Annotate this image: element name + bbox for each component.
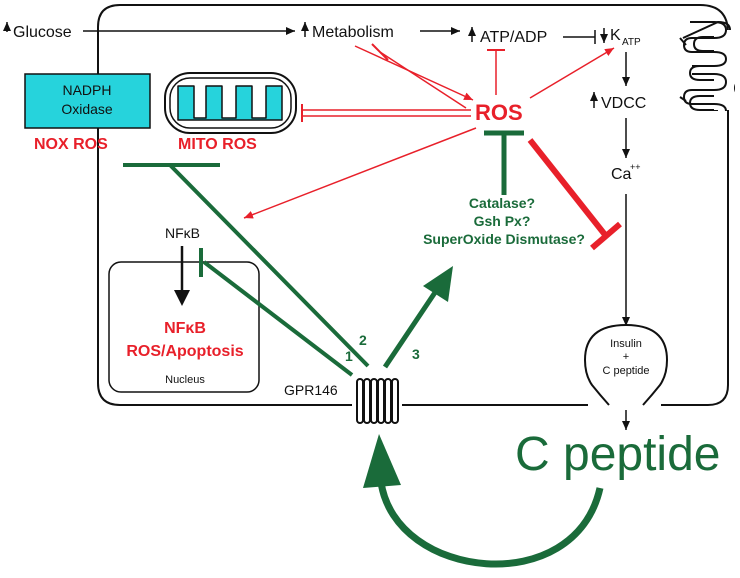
pathway-3-activates-antioxidants <box>382 266 453 369</box>
nfkb-label: NFκB <box>165 225 200 241</box>
glucose-label: Glucose <box>2 22 72 41</box>
ros-inhibits-insulin <box>527 138 622 251</box>
nucleus-label: Nucleus <box>165 374 205 386</box>
svg-text:VDCC: VDCC <box>601 95 646 112</box>
nox-ros-label: NOX ROS <box>34 136 108 153</box>
ros-to-nfkb-arrow <box>243 127 477 219</box>
pathway-1-inhibits-nfkb <box>199 248 354 377</box>
channel-upper-loops <box>682 21 728 67</box>
insulin-label: Insulin <box>610 338 642 350</box>
pathway-number-1: 1 <box>345 348 353 364</box>
pathway-number-3: 3 <box>412 346 420 362</box>
nadph-line1: NADPH <box>62 82 111 98</box>
sod-label: SuperOxide Dismutase? <box>423 231 585 247</box>
antioxidants-inhibit-ros <box>484 130 524 195</box>
ros-inhibits-atp <box>487 49 505 95</box>
ros-label: ROS <box>475 100 523 125</box>
plus-label: + <box>623 351 629 363</box>
svg-text:K: K <box>610 27 621 44</box>
nucleus-box <box>108 261 260 393</box>
c-peptide-big-label: C peptide <box>515 428 720 481</box>
atp-adp-label: ATP/ADP <box>468 27 547 46</box>
gsh-label: Gsh Px? <box>474 213 531 229</box>
ros-inhibits-mito <box>301 104 471 122</box>
metabolism-ros-feedback <box>354 43 474 109</box>
feedback-arrowhead <box>363 434 401 488</box>
c-peptide-feedback-arrow <box>377 481 604 568</box>
svg-text:Metabolism: Metabolism <box>312 24 394 41</box>
gpr146-label: GPR146 <box>284 382 338 398</box>
svg-text:Ca: Ca <box>611 166 632 183</box>
mito-ros-label: MITO ROS <box>178 136 257 153</box>
svg-text:++: ++ <box>630 162 641 172</box>
c-peptide-small-label: C peptide <box>602 365 649 377</box>
catalase-label: Catalase? <box>469 195 535 211</box>
ros-apoptosis-label: ROS/Apoptosis <box>126 343 243 360</box>
svg-text:ATP: ATP <box>622 37 641 48</box>
svg-text:Glucose: Glucose <box>13 24 72 41</box>
channel-tick-1 <box>679 37 687 46</box>
ros-to-katp-arrow <box>529 47 615 99</box>
pathway-number-2: 2 <box>359 332 367 348</box>
channel-lower-loops <box>682 73 728 112</box>
cell-membrane <box>97 4 729 406</box>
nadph-oxidase-box <box>24 73 151 129</box>
metabolism-label: Metabolism <box>301 22 394 41</box>
nfkb-red-label: NFκB <box>164 320 206 337</box>
nfkb-to-nucleus-arrow <box>174 246 190 306</box>
channel-mask <box>714 30 734 110</box>
mitochondrion-icon <box>164 72 297 134</box>
insulin-vesicle-icon <box>583 323 669 406</box>
gpr146-receptor-icon <box>356 378 399 424</box>
atp-inhibits-katp <box>563 30 596 44</box>
svg-text:ATP/ADP: ATP/ADP <box>480 29 547 46</box>
pathway-2-inhibits-nox <box>123 163 370 368</box>
calcium-label: Ca ++ <box>611 162 641 183</box>
vdcc-label: VDCC <box>590 92 646 112</box>
katp-label: K ATP <box>600 27 641 48</box>
channel-tick-2 <box>679 96 687 102</box>
nadph-line2: Oxidase <box>61 101 113 117</box>
